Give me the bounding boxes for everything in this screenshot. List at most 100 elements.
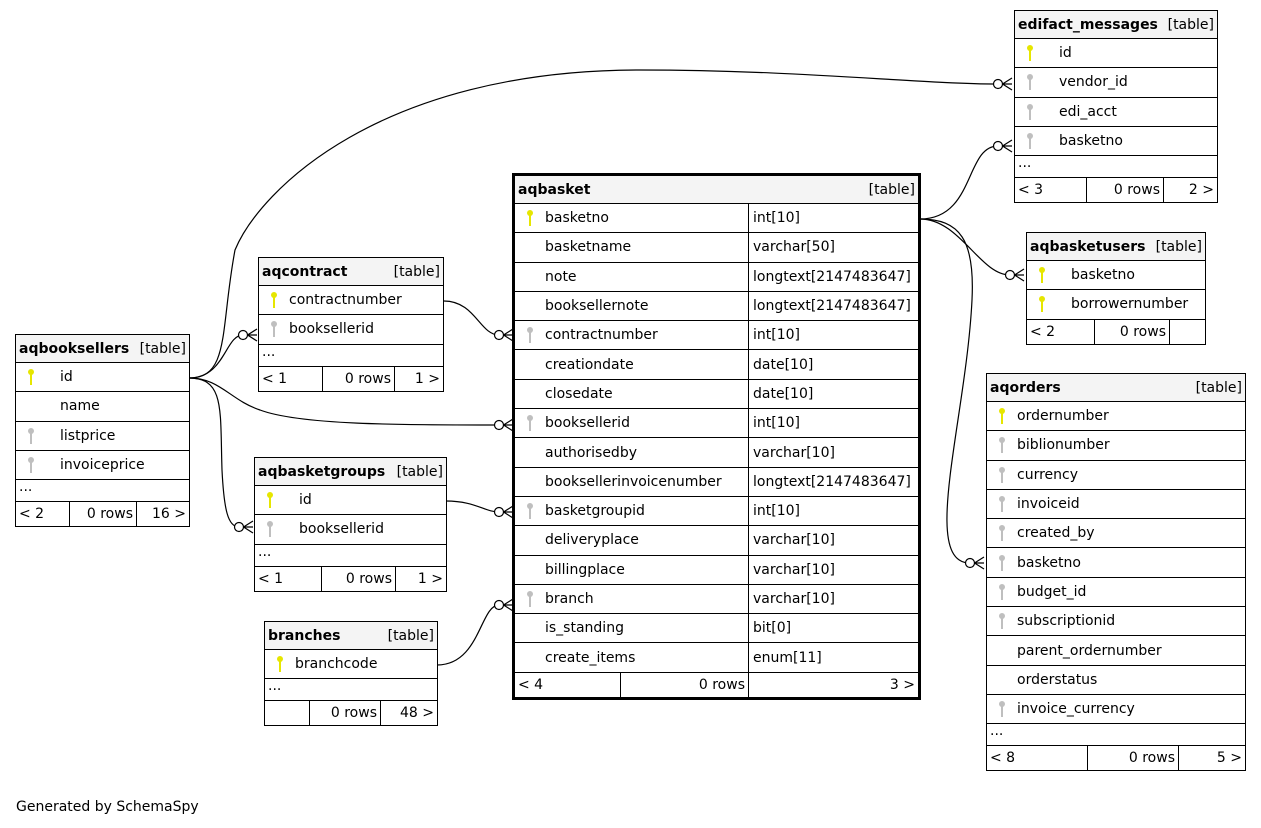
table-name[interactable]: aqbasketgroups: [258, 463, 386, 480]
column-row[interactable]: borrowernumber: [1027, 290, 1205, 320]
table-name[interactable]: aqbasketusers: [1030, 238, 1146, 255]
parents-link[interactable]: [265, 701, 310, 726]
parents-link[interactable]: < 1: [255, 566, 322, 591]
parents-link[interactable]: < 1: [259, 366, 323, 391]
foreign-key-icon: [523, 414, 537, 432]
column-row[interactable]: invoiceid: [987, 490, 1245, 520]
column-name: deliveryplace: [545, 532, 639, 549]
column-row[interactable]: invoiceprice: [16, 451, 189, 481]
column-row[interactable]: booksellerid: [259, 315, 443, 345]
column-row[interactable]: basketno: [1027, 261, 1205, 291]
edge-aqbasket-aqbasketusers[interactable]: [919, 218, 1011, 276]
no-key-spacer: [523, 531, 537, 549]
column-row[interactable]: basketno: [987, 548, 1245, 578]
table-name[interactable]: aqorders: [990, 379, 1061, 396]
children-link[interactable]: 2 >: [1188, 182, 1214, 199]
children-link[interactable]: [1170, 320, 1205, 344]
column-row[interactable]: id: [16, 363, 189, 393]
column-type: varchar[10]: [748, 438, 918, 467]
column-row[interactable]: orderstatus: [987, 666, 1245, 695]
children-link[interactable]: 16 >: [152, 506, 186, 523]
column-row[interactable]: booksellerid: [255, 515, 446, 545]
column-cell: orderstatus: [987, 666, 1245, 694]
column-row[interactable]: vendor_id: [1015, 68, 1217, 98]
column-row[interactable]: biblionumber: [987, 431, 1245, 461]
table-branches[interactable]: branches [table] branchcode ... 0 rows 4…: [264, 621, 438, 727]
column-row[interactable]: subscriptionid: [987, 607, 1245, 637]
foreign-key-icon: [523, 590, 537, 608]
column-type: int[10]: [748, 321, 918, 350]
column-row[interactable]: created_by: [987, 519, 1245, 549]
column-row[interactable]: name: [16, 392, 189, 422]
edge-aqbasket-aqorders[interactable]: [919, 218, 973, 564]
column-row[interactable]: parent_ordernumber: [987, 636, 1245, 666]
column-row[interactable]: branchcode: [265, 650, 437, 680]
children-link[interactable]: 5 >: [1216, 750, 1242, 767]
table-name[interactable]: edifact_messages: [1018, 16, 1158, 33]
column-row[interactable]: budget_id: [987, 578, 1245, 608]
column-cell: branchcode: [265, 650, 437, 678]
foreign-key-icon: [1023, 132, 1037, 150]
parents-link[interactable]: < 3: [1015, 178, 1087, 203]
edge-aqbasket-edifact_messages[interactable]: [919, 145, 999, 220]
edge-branches-aqbasket[interactable]: [436, 604, 500, 666]
edge-aqbooksellers-edifact_messages[interactable]: [188, 69, 999, 379]
table-header: aqorders [table]: [987, 374, 1245, 402]
table-name[interactable]: aqbasket: [518, 181, 591, 198]
column-row[interactable]: basketno: [1015, 127, 1217, 157]
children-link[interactable]: 3 >: [889, 676, 915, 693]
parents-link[interactable]: < 2: [16, 502, 70, 527]
table-name[interactable]: aqbooksellers: [19, 340, 130, 357]
column-row[interactable]: id: [255, 486, 446, 516]
edge-aqcontract-aqbasket[interactable]: [443, 300, 500, 336]
parents-link[interactable]: < 8: [987, 746, 1088, 771]
children-link[interactable]: 1 >: [417, 570, 443, 587]
edge-aqbooksellers-aqcontract[interactable]: [188, 334, 244, 379]
column-type: date[10]: [748, 379, 918, 409]
table-name[interactable]: branches: [268, 627, 341, 644]
primary-key-icon: [263, 491, 277, 509]
children-link[interactable]: 1 >: [414, 370, 440, 387]
foreign-key-icon: [995, 700, 1009, 718]
column-row[interactable]: contractnumber: [259, 286, 443, 316]
column-row[interactable]: edi_acct: [1015, 98, 1217, 127]
column-row[interactable]: currency: [987, 461, 1245, 490]
table-footer: < 3 0 rows 2 >: [1015, 178, 1217, 203]
optional-circle-marker: [964, 557, 976, 569]
parents-link[interactable]: < 4: [515, 672, 621, 697]
column-row[interactable]: id: [1015, 39, 1217, 69]
column-row[interactable]: invoice_currency: [987, 695, 1245, 725]
column-row[interactable]: listprice: [16, 422, 189, 451]
column-row[interactable]: ordernumber: [987, 402, 1245, 432]
edge-aqbooksellers-aqbasketgroups[interactable]: [188, 377, 240, 528]
edge-aqbooksellers-aqbasket[interactable]: [188, 377, 500, 426]
no-key-spacer: [24, 397, 38, 415]
children-link[interactable]: 48 >: [400, 705, 434, 722]
edge-aqbasketgroups-aqbasket[interactable]: [445, 500, 500, 513]
table-name[interactable]: aqcontract: [262, 263, 348, 280]
parents-link[interactable]: < 2: [1027, 319, 1095, 344]
